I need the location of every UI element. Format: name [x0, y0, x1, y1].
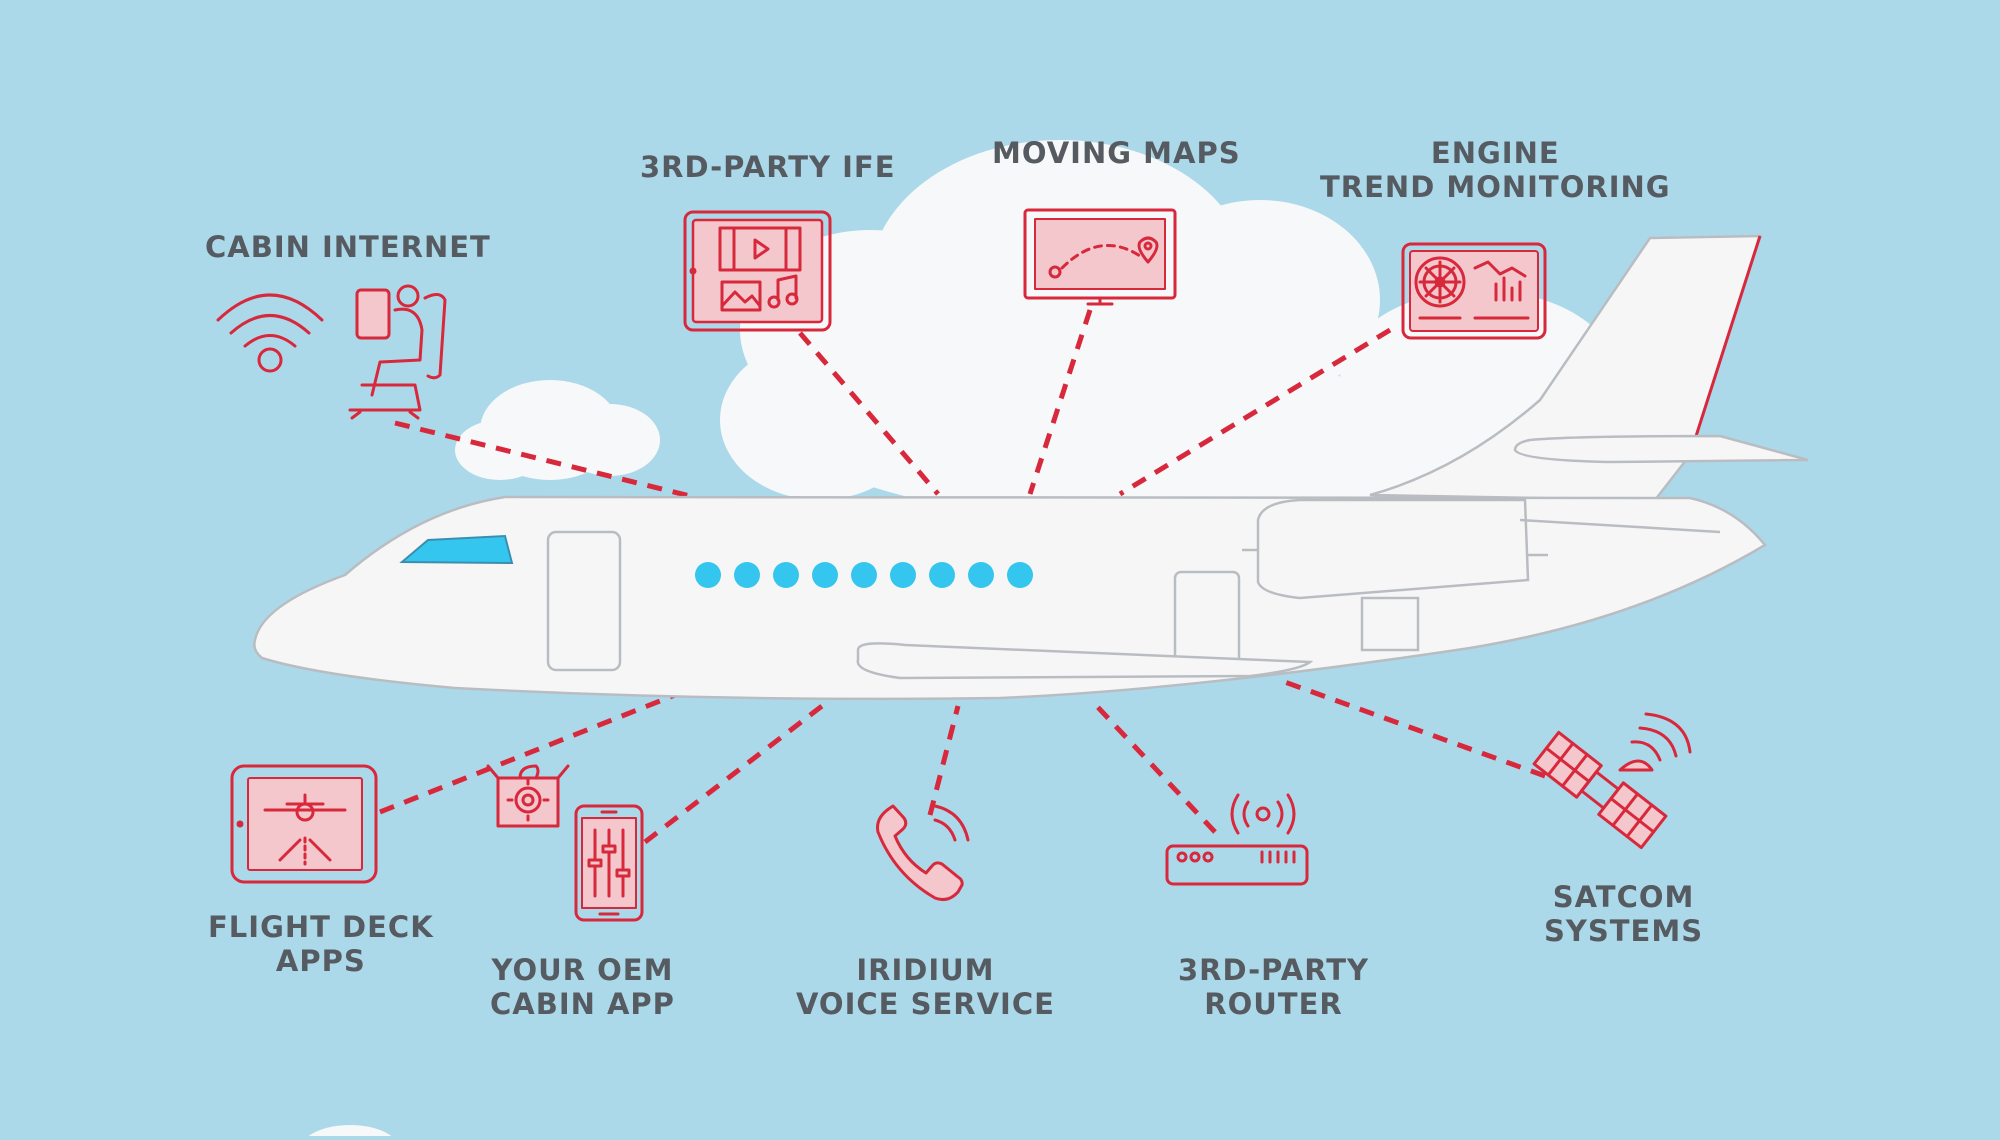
passenger-windows: [695, 562, 1033, 588]
label-line: 3RD-PARTY IFE: [640, 150, 896, 184]
flight-deck-tablet-icon: [230, 764, 378, 884]
connector-engine: [1118, 327, 1392, 497]
window-2: [734, 562, 760, 588]
fuselage-stripe: [1519, 518, 1721, 534]
satellite-icon: [1532, 712, 1692, 850]
engine-pylon: [1360, 596, 1420, 652]
label-flight-deck-apps: FLIGHT DECK APPS: [208, 910, 434, 978]
label-line: CABIN INTERNET: [205, 230, 491, 264]
label-line: YOUR OEM: [491, 953, 674, 987]
window-4: [812, 562, 838, 588]
label-line: MOVING MAPS: [992, 136, 1241, 170]
window-6: [890, 562, 916, 588]
connector-satcom: [1281, 678, 1546, 779]
phone-sliders-icon: [574, 804, 644, 922]
connector-router: [1090, 699, 1217, 834]
corner-cloud: [304, 1125, 396, 1140]
label-line: APPS: [275, 944, 366, 978]
connector-moving-maps: [1027, 309, 1093, 495]
label-engine-trend-monitoring: ENGINE TREND MONITORING: [1320, 136, 1671, 204]
label-line: VOICE SERVICE: [796, 987, 1055, 1021]
label-line: CABIN APP: [490, 987, 675, 1021]
connector-lines: [379, 309, 1546, 844]
label-line: SATCOM: [1552, 880, 1695, 914]
label-line: ROUTER: [1204, 987, 1343, 1021]
connector-flight-deck: [379, 690, 681, 815]
engine-chart-icon: [1401, 242, 1547, 340]
horizontal-stabilizer: [1513, 434, 1809, 464]
label-iridium-voice-service: IRIDIUM VOICE SERVICE: [796, 953, 1055, 1021]
label-3rd-party-router: 3RD-PARTY ROUTER: [1178, 953, 1369, 1021]
front-door: [546, 530, 622, 672]
cockpit-window: [399, 534, 514, 565]
label-cabin-internet: CABIN INTERNET: [205, 230, 491, 264]
label-your-oem-cabin-app: YOUR OEM CABIN APP: [490, 953, 675, 1021]
tail-fin: [1369, 234, 1762, 502]
media-tablet-icon: [683, 210, 832, 332]
map-display-icon: [1023, 208, 1177, 306]
gear-box-icon: [486, 764, 570, 828]
window-3: [773, 562, 799, 588]
engine-nacelle: [1256, 498, 1530, 600]
router-icon: [1165, 793, 1309, 886]
label-line: IRIDIUM: [856, 953, 995, 987]
window-7: [929, 562, 955, 588]
label-line: ENGINE: [1430, 136, 1560, 170]
window-1: [695, 562, 721, 588]
window-9: [1007, 562, 1033, 588]
connector-iridium: [927, 705, 961, 816]
phone-handset-icon: [876, 804, 970, 901]
connector-oem-app: [643, 704, 824, 844]
label-moving-maps: MOVING MAPS: [992, 136, 1241, 170]
seated-passenger-icon: [348, 284, 447, 420]
label-line: 3RD-PARTY: [1178, 953, 1370, 987]
label-line: FLIGHT DECK: [208, 910, 434, 944]
window-5: [851, 562, 877, 588]
label-3rd-party-ife: 3RD-PARTY IFE: [640, 150, 896, 184]
label-line: SYSTEMS: [1544, 914, 1704, 948]
window-8: [968, 562, 994, 588]
tail-fin-edge: [1688, 235, 1762, 456]
label-satcom-systems: SATCOM SYSTEMS: [1544, 880, 1703, 948]
connector-ife: [798, 331, 940, 496]
label-line: TREND MONITORING: [1320, 170, 1671, 204]
wifi-icon: [216, 293, 324, 373]
business-jet: [253, 234, 1809, 701]
wing: [856, 642, 1314, 680]
